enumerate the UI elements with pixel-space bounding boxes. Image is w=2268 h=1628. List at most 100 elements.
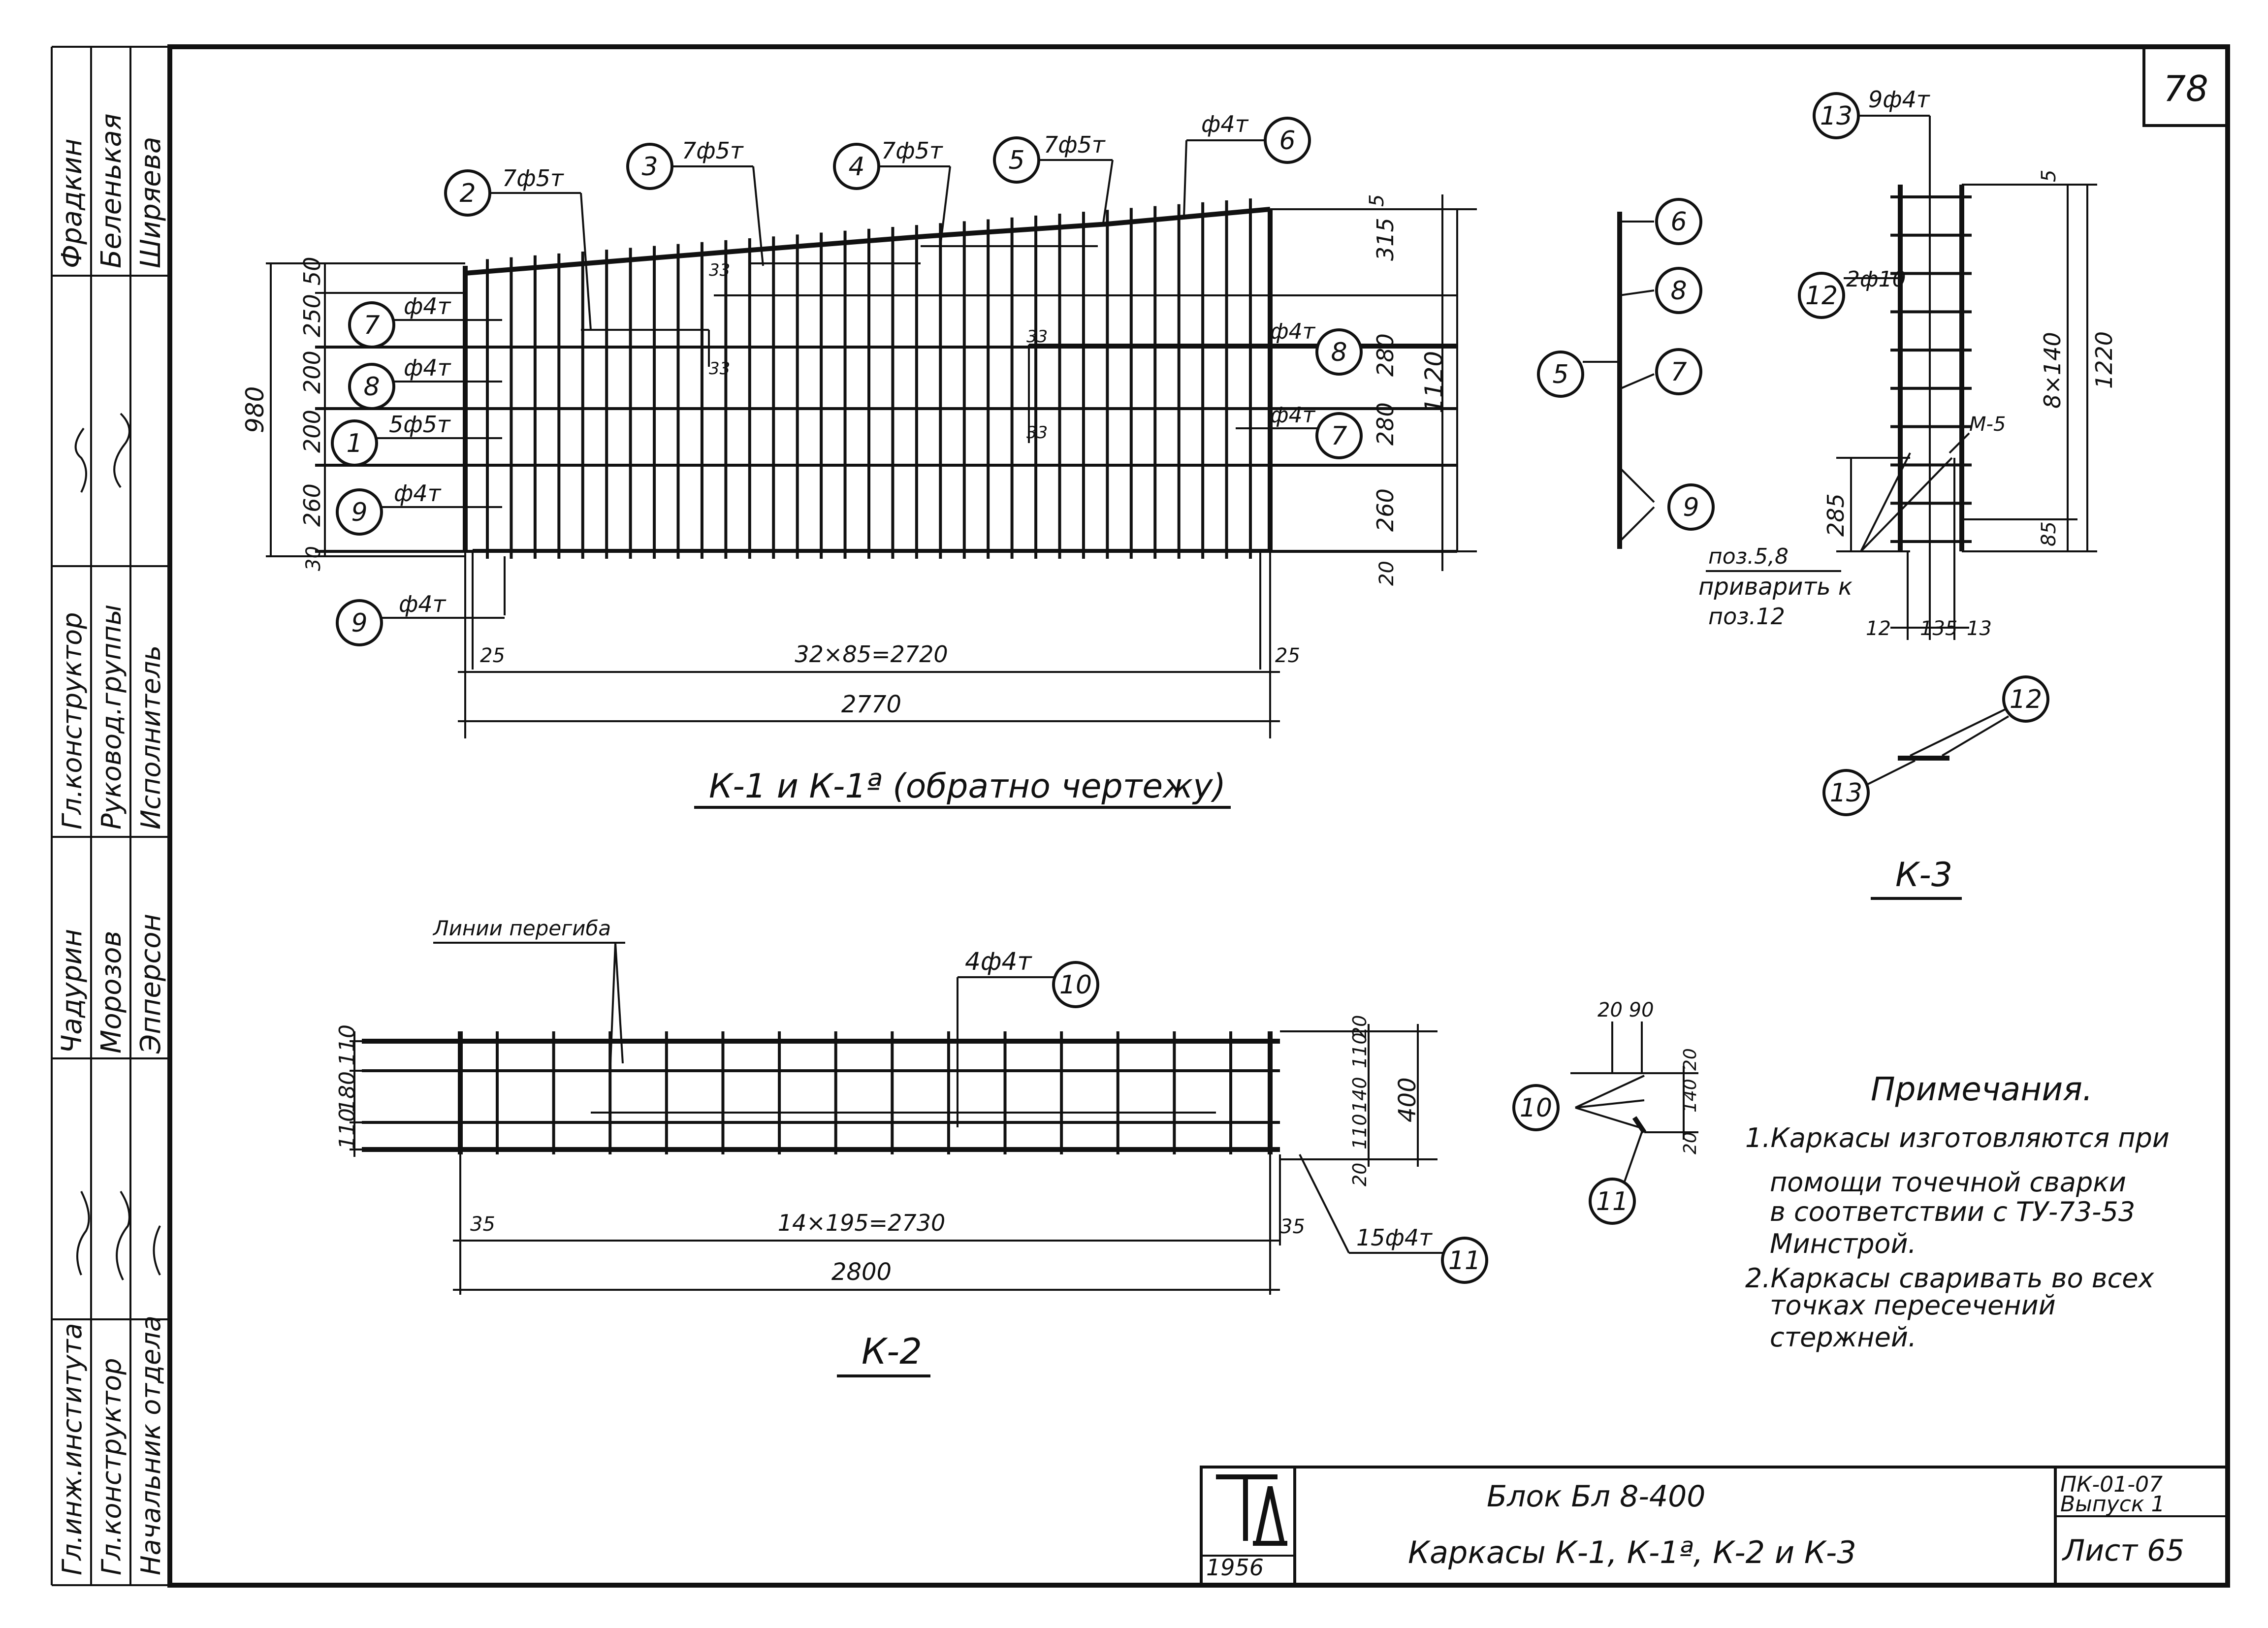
k2-mesh xyxy=(362,1031,1281,1295)
k3-side-bar: 2ф10 xyxy=(1846,267,1906,292)
k1-right-dim: 260 xyxy=(1372,488,1399,532)
k2-right-total: 400 xyxy=(1394,1077,1421,1122)
k2-bend-label: Линии перегиба xyxy=(432,916,611,940)
k3-top-pos: 13 xyxy=(1820,101,1853,131)
k2-left-dim: 110 xyxy=(335,1108,360,1149)
k2-right-dim: 110 xyxy=(1349,1032,1371,1068)
k3-title: К-3 xyxy=(1895,856,1952,894)
mesh-section-label: 7 xyxy=(1670,357,1687,387)
k2-top-pos: 10 xyxy=(1059,970,1092,1000)
k2-right-dim: 110 xyxy=(1349,1114,1371,1149)
section-dim: 20 xyxy=(1680,1132,1700,1154)
k1-inner-mark: 33 xyxy=(709,359,730,379)
k3-bottom-dim: 135 xyxy=(1920,617,1957,640)
k2-cross-section xyxy=(1512,1021,1698,1225)
k1-left-dimensions xyxy=(266,262,465,557)
mesh-section-label: 5 xyxy=(1552,360,1568,389)
k2-bottom-pos: 11 xyxy=(1448,1246,1481,1276)
k1-callout-bar: 7ф5т xyxy=(881,137,943,164)
k3-weld-note: поз.5,8 xyxy=(1708,544,1789,569)
k1-callout-pos: 3 xyxy=(641,152,658,182)
k1-left-dim: 50 xyxy=(299,256,325,286)
k1-right-dim: 280 xyxy=(1372,402,1399,446)
title-block-issue: Выпуск 1 xyxy=(2060,1492,2165,1517)
k3-dim: 8×140 xyxy=(2039,332,2066,409)
k1-end-dim: 25 xyxy=(1275,644,1300,667)
k1-callout-pos: 4 xyxy=(848,152,864,182)
k1-inner-mark: 33 xyxy=(1026,423,1048,443)
k2-right-dim: 20 xyxy=(1349,1015,1371,1039)
k1-left-dim: 200 xyxy=(299,351,325,394)
notes-heading: Примечания. xyxy=(1871,1070,2093,1108)
k2-right-dimensions xyxy=(1280,1024,1437,1167)
k1-total-dim: 2770 xyxy=(841,691,901,718)
stamp-role: Гл.конструктор xyxy=(96,1358,127,1576)
k1-callout-bar: 7ф5т xyxy=(1044,131,1106,158)
note-line: 2.Каркасы сваривать во всех xyxy=(1745,1263,2155,1294)
k1-left-bar: 5ф5т xyxy=(389,411,451,438)
k1-left-dim: 250 xyxy=(299,294,325,337)
sheet-frame xyxy=(167,44,2230,1588)
k1-right-dim: 315 xyxy=(1372,218,1399,261)
k3-bottom-dim: 12 xyxy=(1866,617,1891,640)
k1-left-bar: ф4т xyxy=(404,293,451,319)
title-block-year: 1956 xyxy=(1206,1554,1264,1581)
k1-end-dim: 25 xyxy=(480,644,505,667)
k2-end-dim: 35 xyxy=(470,1213,495,1236)
stamp-role: Гл.конструктор xyxy=(57,612,88,830)
k3-mesh xyxy=(1706,92,2097,640)
k1-left-bar: ф4т xyxy=(404,354,451,381)
k1-callout-pos: 2 xyxy=(459,179,476,208)
k3-detail-label: 12 xyxy=(2010,685,2042,714)
mesh-section-label: 8 xyxy=(1670,276,1687,306)
k1-left-pos: 1 xyxy=(346,429,362,458)
k1-right-dim: 5 xyxy=(1366,194,1388,207)
k1-mesh xyxy=(315,198,1457,738)
note-line: Минстрой. xyxy=(1770,1228,1917,1259)
k2-top-bar: 4ф4т xyxy=(965,947,1032,976)
title-block-line1: Блок Бл 8-400 xyxy=(1487,1479,1705,1514)
k1-left-dim: 30 xyxy=(302,546,325,571)
k1-top-callouts xyxy=(444,117,1311,330)
stamp-role: Начальник отдела xyxy=(135,1315,166,1575)
note-line: 1.Каркасы изготовляются при xyxy=(1745,1122,2170,1153)
k1-inner-mark: 33 xyxy=(1026,327,1048,347)
k3-bottom-dim: 13 xyxy=(1967,617,1992,640)
side-stamp xyxy=(52,47,170,1585)
k1-left-dim: 200 xyxy=(299,410,325,453)
section-label: 10 xyxy=(1520,1093,1552,1123)
mesh-section-label: 6 xyxy=(1670,207,1687,237)
k3-weld-mark: М-5 xyxy=(1969,413,2006,436)
stamp-name: Фрадкин xyxy=(56,138,88,268)
stamp-name: Чадурин xyxy=(56,929,88,1053)
k2-callouts xyxy=(433,942,1488,1284)
stamp-role: Гл.инж.института xyxy=(57,1323,88,1575)
stamp-role: Руковод.группы xyxy=(96,605,127,830)
k1-left-dim: 260 xyxy=(299,483,325,527)
title-block-code: ПК-01-07 xyxy=(2060,1472,2163,1497)
k1-callout-bar: ф4т xyxy=(1201,111,1249,137)
stamp-name: Морозов xyxy=(96,931,128,1053)
k2-left-dimensions xyxy=(350,1031,374,1157)
k1-right-bar: ф4т xyxy=(1270,319,1316,344)
section-dim: 140 xyxy=(1680,1079,1700,1113)
note-line: точках пересечений xyxy=(1770,1290,2056,1321)
k1-bottom-pos: 9 xyxy=(351,608,367,638)
k2-bottom-dimensions xyxy=(453,1240,1280,1291)
k1-left-callouts xyxy=(331,301,505,646)
k3-detail-label: 13 xyxy=(1830,778,1862,808)
k1-left-total: 980 xyxy=(241,386,269,433)
sheet-number-box xyxy=(2142,45,2229,127)
k3-dim: 1220 xyxy=(2091,331,2117,389)
stamp-name: Беленькая xyxy=(96,113,128,268)
k1-right-dimensions xyxy=(1270,194,1477,571)
k2-right-dim: 20 xyxy=(1349,1163,1371,1186)
stamp-role: Исполнитель xyxy=(135,645,166,830)
mesh-section-label: 9 xyxy=(1683,493,1699,522)
k1-title: К-1 и К-1ª (обратно чертежу) xyxy=(709,767,1226,806)
k1-right-pos: 8 xyxy=(1331,338,1347,367)
k3-weld-note: приварить к xyxy=(1698,573,1853,601)
k2-title: К-2 xyxy=(862,1331,922,1372)
k1-span-dim: 32×85=2720 xyxy=(795,641,948,668)
signature-scribble xyxy=(76,1190,161,1280)
